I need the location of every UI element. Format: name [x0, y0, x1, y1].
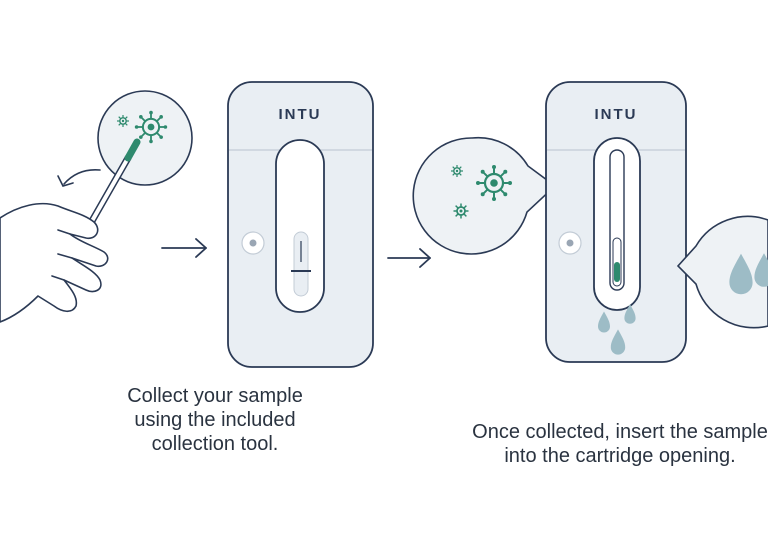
virus-icon [116, 114, 130, 128]
curved-arrow-icon [57, 168, 101, 187]
caption-line: into the cartridge opening. [504, 445, 736, 467]
brand-logo: INTU [595, 106, 638, 123]
hand-icon [0, 202, 109, 323]
zoom-bubble-virus [412, 136, 557, 255]
brand-logo: INTU [279, 106, 322, 123]
swab-icon [84, 138, 141, 232]
arrow-right-icon [161, 238, 207, 258]
caption-line: Collect your sample [127, 385, 303, 407]
caption-line: Once collected, insert the sample [472, 421, 768, 443]
arrow-right-icon [387, 248, 431, 268]
virus-icon [474, 163, 514, 203]
step-2-caption: Once collected, insert the sample into t… [440, 420, 768, 468]
cartridge-1 [227, 81, 374, 368]
cartridge-2 [545, 81, 687, 363]
caption-line: using the included [134, 409, 296, 431]
zoom-bubble-drops [676, 215, 768, 329]
caption-line: collection tool. [151, 433, 279, 455]
virus-icon [133, 109, 169, 145]
step-1-caption: Collect your sample using the included c… [100, 384, 330, 456]
virus-icon [450, 164, 464, 178]
zoom-bubble-swab [97, 90, 193, 186]
virus-icon [452, 202, 470, 220]
